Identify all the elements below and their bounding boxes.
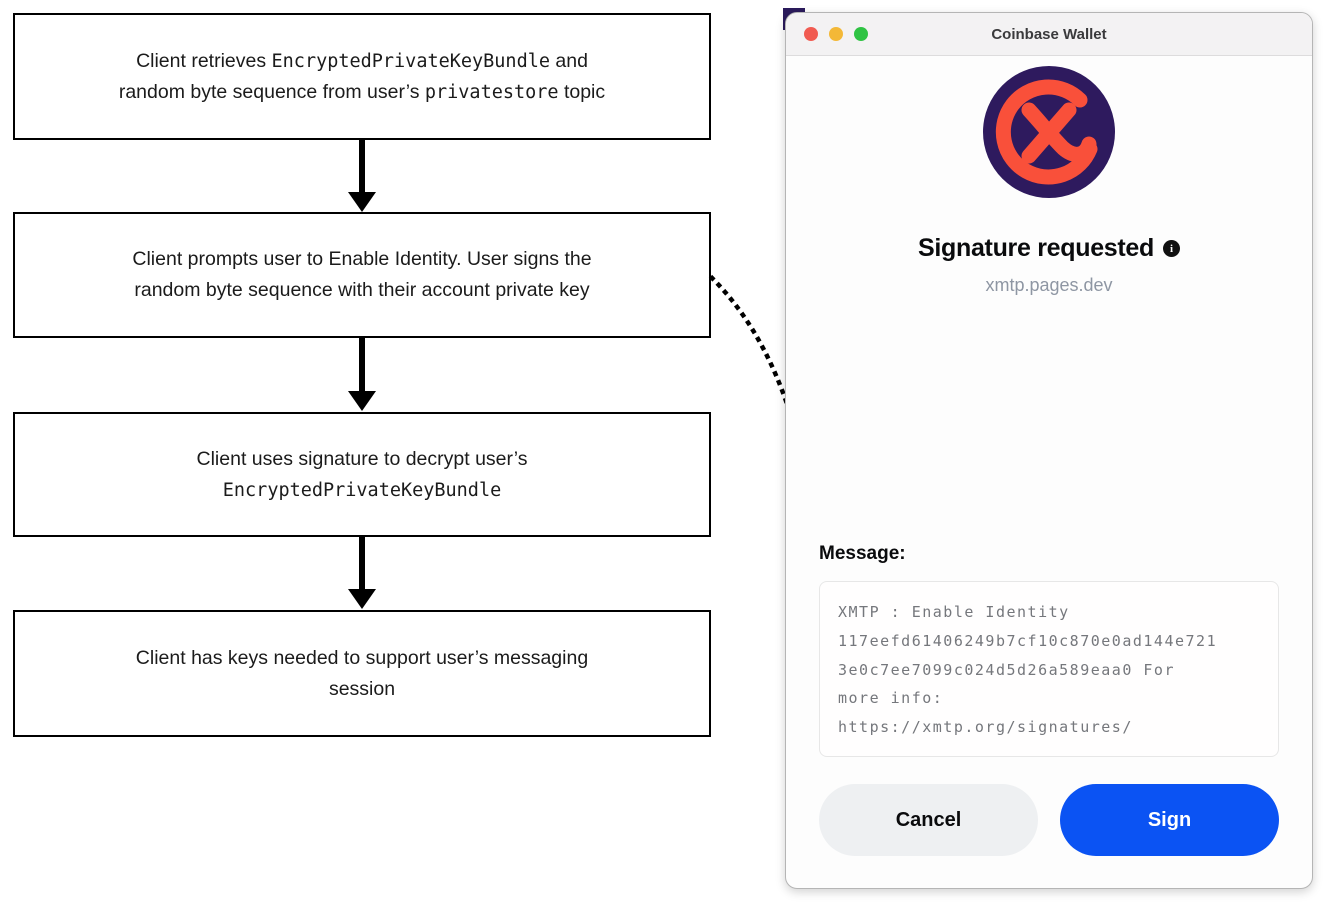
minimize-button[interactable] xyxy=(829,27,843,41)
traffic-lights xyxy=(804,27,868,41)
close-button[interactable] xyxy=(804,27,818,41)
info-icon[interactable]: i xyxy=(1163,240,1181,257)
window-title: Coinbase Wallet xyxy=(991,25,1107,43)
sign-button[interactable]: Sign xyxy=(1060,784,1279,856)
requesting-site: xmtp.pages.dev xyxy=(985,275,1113,295)
cancel-button[interactable]: Cancel xyxy=(819,784,1038,856)
zoom-button[interactable] xyxy=(854,27,868,41)
dialog-actions: Cancel Sign xyxy=(819,784,1279,856)
message-label: Message: xyxy=(819,543,906,564)
dialog-content: Signature requested i xmtp.pages.dev Mes… xyxy=(786,56,1312,888)
down-arrow-2 xyxy=(348,336,376,411)
flowchart-step-1: Client retrieves EncryptedPrivateKeyBund… xyxy=(13,13,711,140)
window-titlebar: Coinbase Wallet xyxy=(786,13,1312,56)
down-arrow-1 xyxy=(348,138,376,212)
signature-requested-heading: Signature requested xyxy=(917,234,1155,262)
xmtp-logo-icon xyxy=(983,66,1115,198)
down-arrow-3 xyxy=(348,535,376,609)
coinbase-wallet-window: Coinbase Wallet Signature requested i xm… xyxy=(785,12,1313,889)
flowchart-step-4: Client has keys needed to support user’s… xyxy=(13,610,711,737)
flowchart-step-2: Client prompts user to Enable Identity. … xyxy=(13,212,711,338)
